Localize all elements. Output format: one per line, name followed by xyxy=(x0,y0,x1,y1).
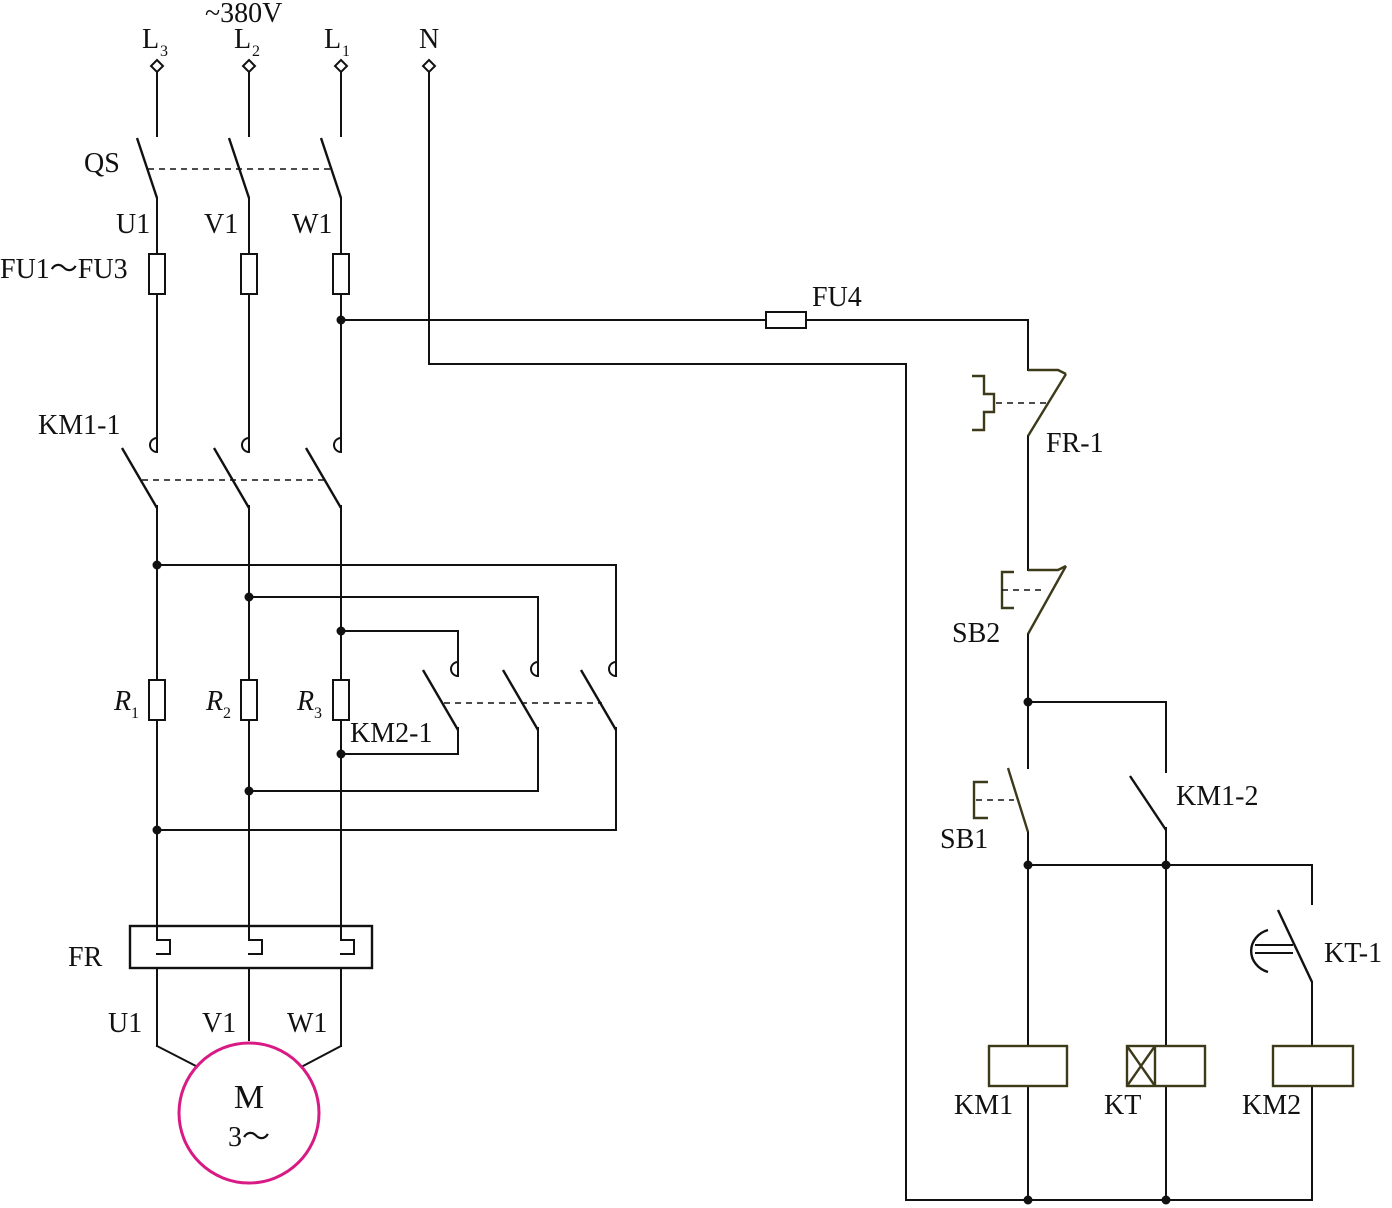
v1-top-label: V1 xyxy=(204,209,238,240)
km1-2-contact: KM1-2 xyxy=(1129,775,1258,831)
main-junction-dots xyxy=(152,315,346,835)
coil-km2 xyxy=(1271,1044,1355,1088)
l2-subscript: 2 xyxy=(252,43,260,60)
r2-letter: R xyxy=(205,686,223,717)
coils: KM1 KT KM2 xyxy=(954,1044,1355,1121)
fuse-fu4: FU4 xyxy=(765,282,862,329)
motor-spec: 3～ xyxy=(228,1122,270,1153)
km1-1-contactor: KM1-1 xyxy=(38,410,343,509)
kt-1-delay-contact: KT-1 xyxy=(1250,909,1382,983)
fuse-fu3 xyxy=(332,253,350,295)
sb2-stop-button: SB2 xyxy=(952,564,1068,649)
fr-1-contact: FR-1 xyxy=(972,368,1104,459)
r3-sub: 3 xyxy=(314,705,322,722)
l2-label: L xyxy=(234,24,251,55)
l1-subscript: 1 xyxy=(342,43,350,60)
km1-2-label: KM1-2 xyxy=(1176,781,1258,812)
coil-kt-label: KT xyxy=(1104,1090,1141,1121)
sb1-label: SB1 xyxy=(940,824,988,855)
qs-label: QS xyxy=(84,148,120,179)
fuses-fu1-fu3: FU1～FU3 xyxy=(0,253,350,295)
l3-terminal xyxy=(149,58,165,74)
fuses-label: FU1～FU3 xyxy=(0,254,128,285)
r1-letter: R xyxy=(113,686,131,717)
resistor-r2 xyxy=(240,679,258,721)
motor-circle xyxy=(177,1041,321,1185)
v1-bottom-label: V1 xyxy=(202,1008,236,1039)
l1-label: L xyxy=(324,24,341,55)
neutral-terminal xyxy=(421,58,437,74)
l3-subscript: 3 xyxy=(160,43,168,60)
km2-1-label: KM2-1 xyxy=(350,718,432,749)
main-circuit-wires xyxy=(155,71,1313,1201)
u1-top-label: U1 xyxy=(116,209,150,240)
coil-km1-label: KM1 xyxy=(954,1090,1013,1121)
fr-thermal-relay: FR xyxy=(68,924,374,973)
coil-km1 xyxy=(987,1044,1069,1088)
fuse-fu1 xyxy=(148,253,166,295)
resistor-r3 xyxy=(332,679,350,721)
r3-letter: R xyxy=(296,686,314,717)
l1-terminal xyxy=(333,58,349,74)
fr-1-label: FR-1 xyxy=(1046,428,1104,459)
kt-1-label: KT-1 xyxy=(1324,938,1382,969)
fu4-label: FU4 xyxy=(812,282,862,313)
w1-bottom-label: W1 xyxy=(287,1008,327,1039)
coil-km2-label: KM2 xyxy=(1242,1090,1301,1121)
motor: M 3～ xyxy=(177,1041,321,1185)
l2-terminal xyxy=(241,58,257,74)
fuse-fu2 xyxy=(240,253,258,295)
l3-label: L xyxy=(142,24,159,55)
control-junction-dots xyxy=(1023,697,1171,1205)
km1-1-label: KM1-1 xyxy=(38,410,120,441)
r2-sub: 2 xyxy=(223,705,231,722)
sb1-start-button: SB1 xyxy=(940,767,1030,855)
fr-label: FR xyxy=(68,942,103,973)
starting-resistors: R 1 R 2 R 3 xyxy=(113,679,350,722)
coil-kt xyxy=(1125,1044,1207,1088)
supply-voltage-label: ~380V xyxy=(205,0,282,29)
supply-terminals: ~380V L 3 L 2 L 1 N xyxy=(142,0,439,74)
control-circuit-wires xyxy=(340,319,1313,1201)
km2-1-contactor: KM2-1 xyxy=(350,660,618,749)
qs-switch: QS xyxy=(84,137,343,199)
u1-bottom-label: U1 xyxy=(108,1008,142,1039)
sb2-label: SB2 xyxy=(952,618,1000,649)
r1-sub: 1 xyxy=(131,705,139,722)
resistor-r1 xyxy=(148,679,166,721)
neutral-label: N xyxy=(419,24,439,55)
w1-top-label: W1 xyxy=(292,209,332,240)
motor-name: M xyxy=(234,1079,264,1116)
